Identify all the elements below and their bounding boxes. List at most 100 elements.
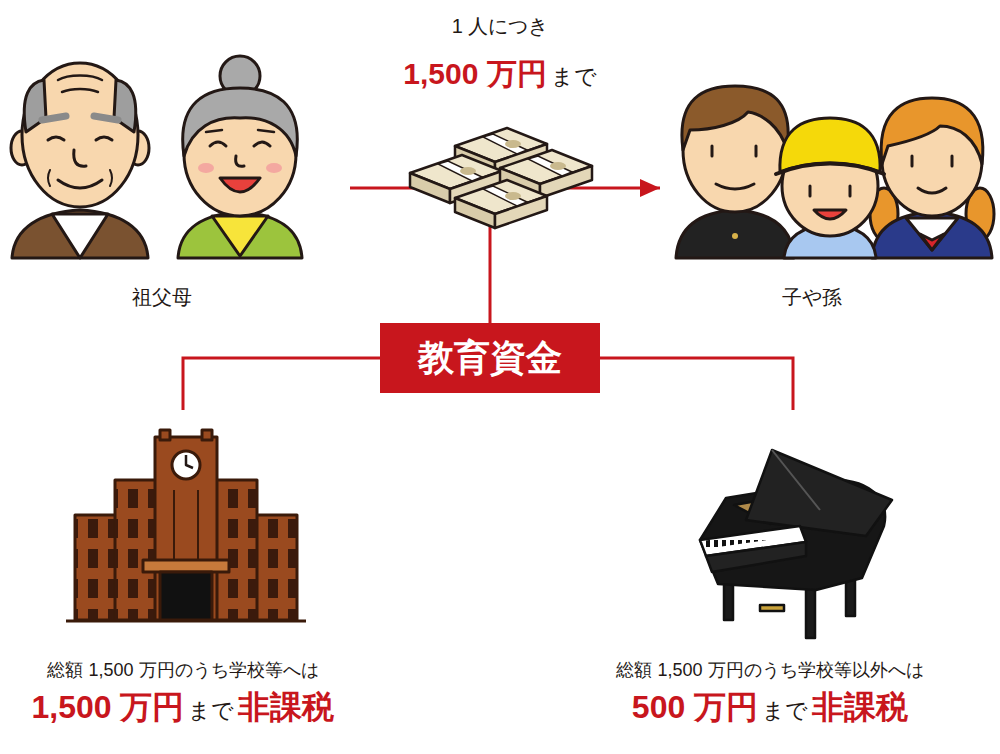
highlight-amount: 500 万円 xyxy=(632,688,758,726)
grandfather-figure-part xyxy=(48,137,64,140)
school-building-part xyxy=(160,572,212,620)
children-group: 子や孫 xyxy=(660,70,1000,320)
school-building-part xyxy=(212,480,257,620)
school-building-part xyxy=(197,490,199,560)
girl-figure-part xyxy=(906,218,958,250)
caption-text: 総額 1,500 万円のうち学校等以外へは xyxy=(616,660,923,682)
boy-figure-part xyxy=(732,233,738,239)
grand-piano-part xyxy=(772,450,820,510)
text-holder: 祖父母 xyxy=(132,285,192,309)
schoolchild-figure xyxy=(776,118,884,258)
branch-line xyxy=(183,358,380,410)
school-building-part xyxy=(202,430,212,440)
caption-text: 総額 1,500 万円のうち学校等へは xyxy=(32,660,335,682)
grandmother-figure xyxy=(178,56,302,258)
grandmother-figure-part xyxy=(210,142,226,146)
grandfather-figure-part xyxy=(94,116,118,120)
grandmother-figure-part xyxy=(266,163,282,173)
grandfather-figure-part xyxy=(58,180,102,188)
school-building-part xyxy=(186,455,193,468)
grandmother-figure-part xyxy=(212,216,268,256)
grandfather-figure-part xyxy=(110,170,112,186)
grandmother-figure-part xyxy=(236,156,244,166)
school-building-part xyxy=(66,620,306,623)
grandfather-figure xyxy=(11,63,149,258)
text-holder: 子や孫 xyxy=(782,285,842,309)
grandparents-group: 祖父母 xyxy=(0,30,350,320)
grandfather-figure-part xyxy=(12,210,148,258)
grandfather-figure-part xyxy=(96,137,112,140)
group-label: 子や孫 xyxy=(782,285,842,309)
grandmother-figure-part xyxy=(258,130,274,132)
school-building-part xyxy=(115,480,160,620)
grandmother-figure-part xyxy=(178,212,302,258)
text-holder: 総額 1,500 万円のうち学校等へは 1,500 万円まで非課税 xyxy=(32,660,335,726)
fund-box: 教育資金 xyxy=(380,323,600,393)
boy-figure-part xyxy=(676,210,794,258)
grandmother-figure-part xyxy=(183,88,298,156)
grandmother-figure-part xyxy=(254,142,270,146)
school-building-part xyxy=(172,451,200,479)
money-bundles-part xyxy=(455,180,547,228)
school-building-part xyxy=(212,480,257,620)
grandfather-figure-part xyxy=(22,63,138,207)
grandfather-figure-part xyxy=(74,150,86,166)
boy-figure-part xyxy=(711,146,714,156)
school-building-part xyxy=(173,490,175,560)
girl-figure-part xyxy=(951,156,954,166)
school-group: 総額 1,500 万円のうち学校等へは 1,500 万円まで非課税 xyxy=(0,410,370,745)
label-row: 1,500 万円まで xyxy=(0,56,1000,92)
note-label: まで xyxy=(551,64,597,90)
schoolchild-figure-part xyxy=(809,186,812,196)
schoolchild-figure-part xyxy=(814,210,846,219)
girl-figure-part xyxy=(872,212,992,258)
school-building-part xyxy=(155,437,217,620)
girl-figure-part xyxy=(918,188,946,193)
grand-piano-part xyxy=(746,450,892,536)
school-building-part xyxy=(115,480,160,620)
highlight-amount: 非課税 xyxy=(238,688,334,726)
boy-figure-part xyxy=(682,86,788,150)
boy-figure-part xyxy=(755,146,758,156)
grand-piano xyxy=(700,450,892,638)
school-building-part xyxy=(160,430,170,440)
grandmother-figure-part xyxy=(198,163,214,173)
grandfather-figure-part xyxy=(52,214,108,258)
note-label: 1 人につき xyxy=(452,14,549,38)
schoolchild-figure-part xyxy=(849,186,852,196)
girl-figure xyxy=(870,98,994,258)
grandfather-figure-part xyxy=(24,80,46,132)
suffix-text: まで xyxy=(762,698,808,724)
grandfather-figure-part xyxy=(42,116,66,120)
school-building-part xyxy=(143,560,229,572)
schoolchild-figure-part xyxy=(776,164,884,175)
money-bundles xyxy=(410,128,592,228)
grandfather-figure-part xyxy=(58,76,102,81)
label-row: 1 人につき xyxy=(0,14,1000,38)
suffix-text: まで xyxy=(188,698,234,724)
girl-figure-part xyxy=(920,234,944,250)
text-holder: 総額 1,500 万円のうち学校等以外へは 500 万円まで非課税 xyxy=(616,660,923,726)
text-holder: 教育資金 xyxy=(380,323,600,393)
grand-piano-part xyxy=(806,588,815,638)
girl-figure-part xyxy=(911,156,914,166)
grandmother-figure-part xyxy=(220,178,260,192)
lessons-group: 総額 1,500 万円のうち学校等以外へは 500 万円まで非課税 xyxy=(560,410,990,745)
grandfather-figure-part xyxy=(48,170,50,186)
grandfather-figure-part xyxy=(114,80,136,132)
branch-line xyxy=(600,358,793,410)
grandfather-figure-part xyxy=(62,89,98,92)
group-label: 祖父母 xyxy=(132,285,192,309)
highlight-amount: 非課税 xyxy=(812,688,908,726)
fund-title: 教育資金 xyxy=(418,336,562,379)
highlight-amount: 1,500 万円 xyxy=(32,688,185,726)
amount-label: 1,500 万円 xyxy=(403,56,546,92)
girl-figure-part xyxy=(881,98,983,164)
grandmother-figure-part xyxy=(206,130,222,132)
school-building xyxy=(66,430,306,621)
boy-figure-part xyxy=(716,184,754,189)
grand-piano-part xyxy=(760,605,784,611)
